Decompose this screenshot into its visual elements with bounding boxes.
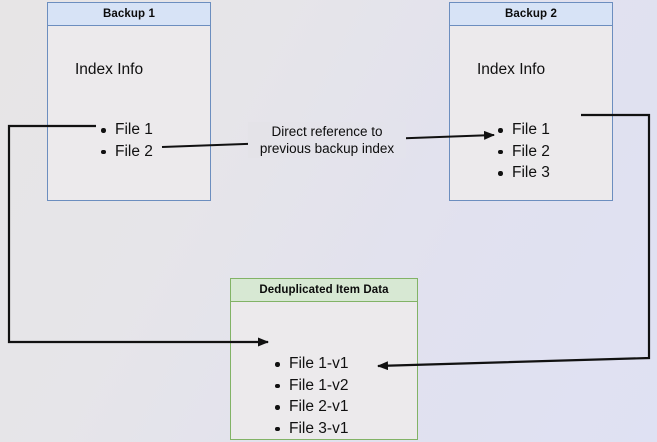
node-backup-2-title: Backup 2: [450, 3, 612, 26]
node-backup-2-body: Index Info File 1 File 2 File 3: [450, 26, 612, 200]
node-deduplicated-item-data-title: Deduplicated Item Data: [231, 279, 417, 302]
list-item: File 1-v2: [273, 375, 348, 397]
node-backup-1-index-label: Index Info: [75, 61, 144, 78]
list-item: File 2: [496, 141, 550, 163]
list-item: File 3: [496, 162, 550, 184]
list-item: File 1: [496, 119, 550, 141]
node-backup-1-file-list: File 1 File 2: [99, 119, 153, 162]
list-item: File 1: [99, 119, 153, 141]
node-backup-1[interactable]: Backup 1 Index Info File 1 File 2: [47, 2, 211, 201]
edge-label-line-2: previous backup index: [259, 141, 395, 156]
list-item: File 1-v1: [273, 353, 348, 375]
node-backup-2[interactable]: Backup 2 Index Info File 1 File 2 File 3: [449, 2, 613, 201]
node-deduplicated-item-data-file-list: File 1-v1 File 1-v2 File 2-v1 File 3-v1: [273, 353, 348, 439]
node-backup-2-file-list: File 1 File 2 File 3: [496, 119, 550, 184]
list-item: File 2: [99, 141, 153, 163]
list-item: File 2-v1: [273, 396, 348, 418]
node-deduplicated-item-data[interactable]: Deduplicated Item Data File 1-v1 File 1-…: [230, 278, 418, 440]
node-backup-1-body: Index Info File 1 File 2: [48, 26, 210, 200]
list-item: File 3-v1: [273, 418, 348, 440]
node-backup-1-title: Backup 1: [48, 3, 210, 26]
node-backup-2-index-label: Index Info: [477, 61, 546, 78]
edge-label-direct-reference: Direct reference to previous backup inde…: [248, 122, 406, 158]
edge-label-line-1: Direct reference to: [271, 124, 383, 139]
node-deduplicated-item-data-body: File 1-v1 File 1-v2 File 2-v1 File 3-v1: [231, 302, 417, 439]
